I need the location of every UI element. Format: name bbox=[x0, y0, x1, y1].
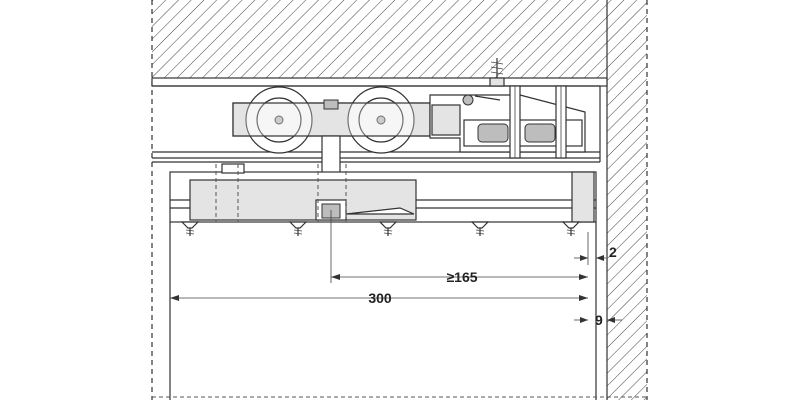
door-rail bbox=[169, 163, 597, 223]
dimension-gap: 9 bbox=[574, 312, 622, 328]
damper-unit bbox=[429, 58, 586, 159]
dimension-min-distance-label: ≥165 bbox=[446, 269, 477, 285]
ceiling-section bbox=[151, 0, 607, 400]
wall-section bbox=[606, 0, 648, 400]
screw bbox=[561, 221, 581, 236]
dimension-overlap: 2 bbox=[574, 232, 617, 265]
fixing-screws bbox=[180, 221, 581, 236]
roller-carriage bbox=[232, 86, 431, 175]
dimension-min-distance: ≥165 bbox=[330, 210, 588, 285]
dimension-gap-label: 9 bbox=[595, 312, 603, 328]
dimension-length: 300 bbox=[170, 290, 588, 306]
screw bbox=[288, 221, 308, 236]
screw bbox=[180, 221, 200, 236]
screw bbox=[470, 221, 490, 236]
door-panel bbox=[152, 222, 647, 400]
screw bbox=[378, 221, 398, 236]
dimension-length-label: 300 bbox=[368, 290, 392, 306]
dimension-overlap-label: 2 bbox=[609, 244, 617, 260]
